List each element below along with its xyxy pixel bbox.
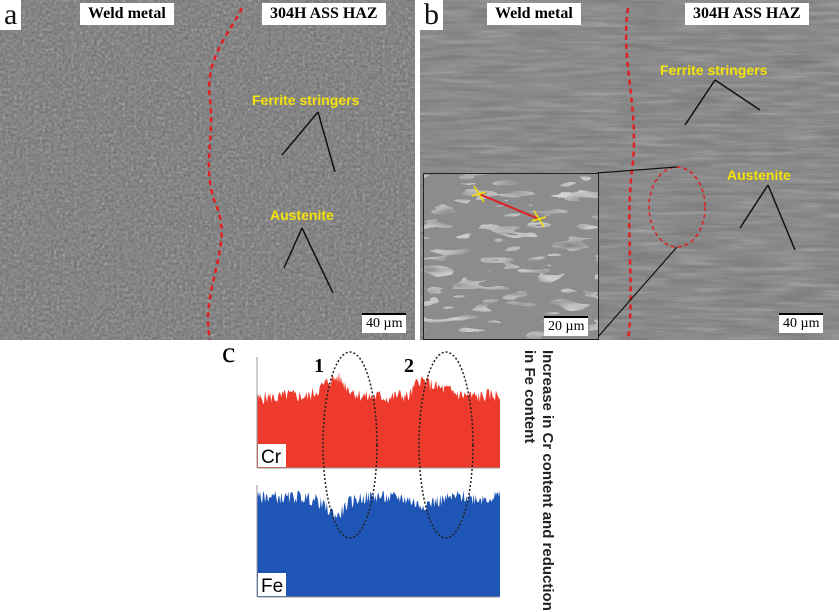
weld-metal-label: Weld metal	[80, 3, 174, 25]
austenite-label: Austenite	[727, 167, 791, 183]
panel-b-micrograph: 20 µm b Weld metal 304H ASS HAZ Ferrite …	[420, 0, 839, 340]
ferrite-stringers-label: Ferrite stringers	[660, 62, 768, 78]
series-area-cr	[257, 371, 500, 468]
haz-label: 304H ASS HAZ	[685, 3, 809, 25]
fusion-boundary-line	[206, 7, 244, 340]
series-label-bg	[258, 444, 286, 467]
panel-a-overlay	[206, 7, 336, 340]
annotation-text: Increase in Cr content and reduction in …	[521, 350, 556, 611]
inset-micrograph: 20 µm	[423, 173, 599, 340]
panel-a-micrograph: a Weld metal 304H ASS HAZ Ferrite string…	[0, 0, 415, 340]
region-ellipse	[648, 166, 706, 248]
region-ellipse-1	[322, 351, 378, 539]
austenite-label: Austenite	[270, 207, 334, 223]
series-label-cr: Cr	[261, 447, 282, 468]
inset-texture	[424, 174, 598, 339]
micrograph-texture	[0, 0, 415, 340]
fusion-boundary-line	[624, 7, 636, 340]
scale-bar: 40 µm	[362, 313, 407, 333]
region-ellipse-2	[418, 351, 474, 539]
inset-scale-bar: 20 µm	[544, 316, 589, 336]
region-label-1: 1	[314, 355, 324, 377]
region-label-2: 2	[404, 355, 414, 377]
series-area-fe	[257, 489, 500, 597]
panel-b-label: b	[420, 0, 443, 30]
scale-bar: 40 µm	[779, 313, 824, 333]
haz-label: 304H ASS HAZ	[262, 3, 386, 25]
measurement-line	[478, 193, 540, 220]
weld-metal-label: Weld metal	[487, 3, 581, 25]
ferrite-stringers-label: Ferrite stringers	[252, 92, 360, 108]
series-label-fe: Fe	[261, 576, 283, 597]
series-label-bg	[258, 573, 286, 596]
panel-b-overlay	[596, 7, 796, 340]
panel-c-label: c	[222, 336, 236, 369]
panel-a-label: a	[0, 0, 22, 30]
